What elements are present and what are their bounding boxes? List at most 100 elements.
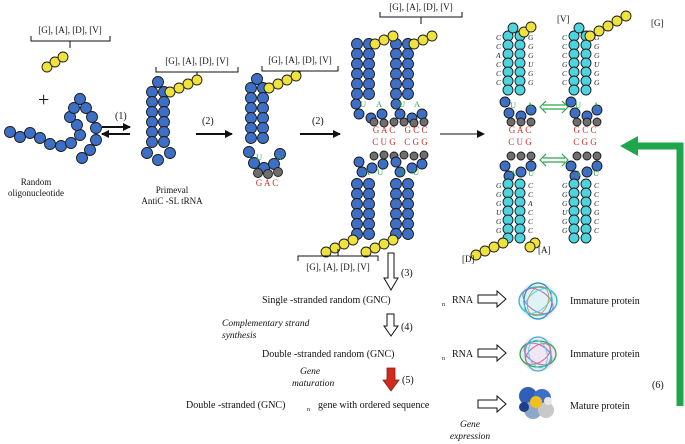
amino-acid-bead: [347, 234, 359, 246]
amino-acid-bead: [369, 38, 381, 50]
cx-codon-left: C U G: [372, 137, 396, 147]
nucleotide-letter: A: [527, 199, 533, 208]
nucleotide-bead: [580, 48, 592, 60]
step-2b-arrow: (2): [300, 116, 341, 138]
nucleotide-bead: [390, 48, 402, 60]
gene-maturation-label: Gene: [300, 367, 320, 377]
nucleotide-bead: [402, 198, 414, 210]
nucleotide-bead: [141, 147, 153, 159]
nucleotide-bead: [351, 78, 363, 90]
nucleotide-bead: [146, 106, 158, 118]
nucleotide-bead: [507, 22, 519, 34]
nucleotide-bead: [390, 78, 402, 90]
nucleotide-bead: [390, 88, 402, 100]
nucleotide-bead: [363, 58, 375, 70]
hollow-arrow-1: [477, 289, 507, 309]
nucleotide-letter: A: [495, 51, 501, 60]
nucleotide-bead: [390, 188, 402, 200]
nucleotide-bead: [257, 112, 269, 124]
nucleotide-letter: C: [594, 199, 600, 208]
nucleotide-bead: [406, 162, 418, 174]
anticodon-bead: [409, 118, 419, 128]
line3-rest: gene with ordered sequence: [318, 400, 430, 411]
anticodon-bead: [516, 117, 526, 127]
nucleotide-bead: [568, 66, 580, 78]
nucleotide-bead: [390, 156, 402, 168]
nucleotide-bead: [4, 126, 16, 138]
line2-rna: RNA: [452, 349, 474, 360]
nucleotide-bead: [502, 187, 514, 199]
nucleotide-letter: C: [594, 181, 600, 190]
cx-u4: U: [413, 167, 419, 177]
amino-acid-bead: [584, 30, 596, 42]
nucleotide-bead: [257, 122, 269, 134]
nucleotide-bead: [502, 84, 514, 96]
nucleotide-bead: [591, 104, 603, 116]
nucleotide-bead: [502, 75, 514, 87]
nucleotide-bead: [257, 132, 269, 144]
amino-acid-bead: [620, 10, 632, 22]
nucleotide-bead: [55, 140, 67, 152]
nucleotide-bead: [580, 187, 592, 199]
nucleotide-letter: G: [562, 190, 568, 199]
nucleotide-bead: [581, 166, 593, 178]
anticodon-bead: [399, 150, 409, 160]
cx-a3: A: [364, 167, 371, 177]
cx-a2: A: [414, 99, 421, 109]
nucleotide-bead: [568, 178, 580, 190]
immature-protein-1-icon: [518, 282, 558, 320]
nucleotide-letter: C: [496, 69, 502, 78]
nucleotide-letter: C: [562, 69, 568, 78]
hollow-arrow-3: [477, 394, 507, 414]
anticodon-bead: [582, 117, 592, 127]
nucleotide-letter: C: [562, 33, 568, 42]
nucleotide-bead: [514, 84, 526, 96]
step-3: (3): [383, 252, 413, 291]
cx-codon-right: C G G: [404, 137, 428, 147]
step-1-arrows: (1): [101, 111, 131, 138]
amino-acid-bead: [41, 61, 53, 73]
cx-anticodon-left: G A C: [373, 125, 396, 135]
nucleotide-letter: G: [528, 42, 534, 51]
step-2a-label: (2): [202, 116, 214, 127]
nucleotide-bead: [580, 57, 592, 69]
nucleotide-bead: [502, 214, 514, 226]
anticodon-bead: [253, 168, 263, 178]
plus-sign: +: [38, 89, 49, 111]
nucleotide-bead: [356, 166, 368, 178]
nucleotide-bead: [350, 98, 362, 110]
sl-a: A: [276, 152, 283, 162]
line1-sub: n: [442, 302, 445, 308]
nucleotide-letter: G: [562, 226, 568, 235]
nucleotide-letter: C: [594, 226, 600, 235]
dt-u3: U: [528, 168, 534, 178]
nucleotide-letter: G: [594, 51, 600, 60]
amino-acid-bead: [497, 237, 509, 249]
nucleotide-bead: [515, 166, 527, 178]
nucleotide-bead: [274, 148, 286, 160]
nucleotide-bead: [402, 48, 414, 60]
nucleotide-bead: [514, 223, 526, 235]
dt-codon-left: C U G: [508, 137, 532, 147]
nucleotide-letter: C: [562, 42, 568, 51]
nucleotide-bead: [502, 178, 514, 190]
nucleotide-bead: [502, 196, 514, 208]
amino-acid-bead: [49, 56, 61, 68]
amino-acid-bead: [378, 34, 390, 46]
anticodon-bead: [399, 117, 409, 127]
amino-acid-bead: [272, 78, 284, 90]
nucleotide-bead: [402, 218, 414, 230]
mature-protein-icon: [519, 387, 554, 419]
nucleotide-bead: [152, 154, 164, 166]
nucleotide-bead: [568, 57, 580, 69]
anticodon-bead: [592, 151, 602, 161]
nucleotide-bead: [363, 188, 375, 200]
nucleotide-letter: G: [528, 69, 534, 78]
nucleotide-bead: [363, 48, 375, 60]
nucleotide-bead: [146, 136, 158, 148]
nucleotide-bead: [351, 38, 363, 50]
nucleotide-bead: [568, 75, 580, 87]
nucleotide-bead: [499, 96, 511, 108]
nucleotide-bead: [245, 92, 257, 104]
nucleotide-letter: C: [528, 226, 534, 235]
